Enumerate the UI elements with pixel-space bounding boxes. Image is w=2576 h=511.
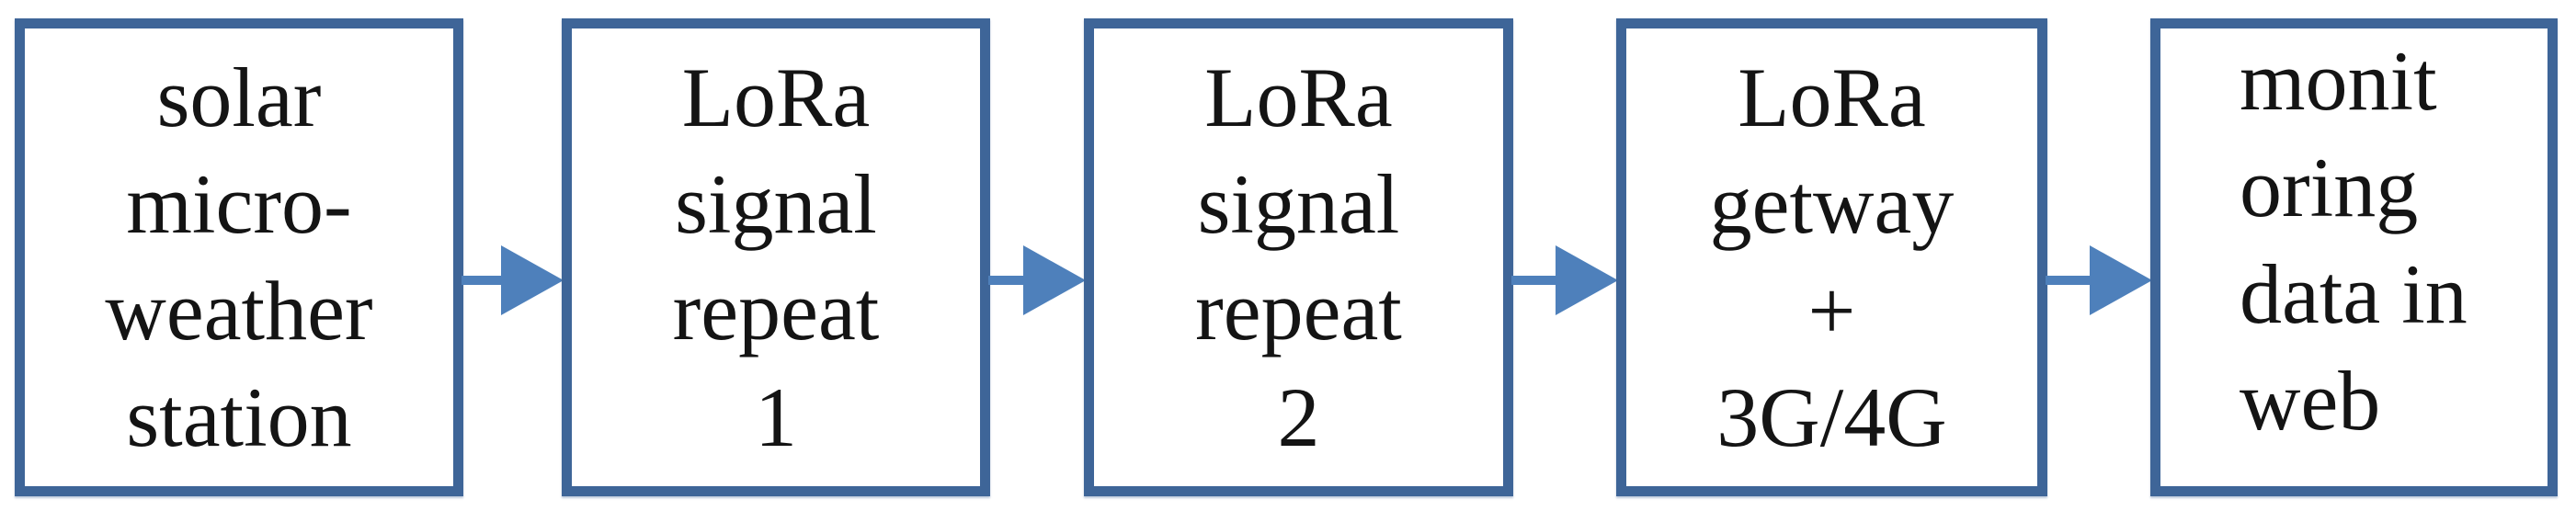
flow-node-label: monit oring data in web [2240,34,2468,448]
arrow-right-icon [1556,245,1618,315]
flow-connector-4 [2046,245,2152,315]
arrow-right-icon [501,245,564,315]
flow-connector-2 [988,245,1086,315]
flow-node-lora-gateway-3g4g: LoRa getway + 3G/4G [1616,18,2047,496]
flow-node-label: LoRa signal repeat 2 [1195,51,1402,464]
arrow-stem [2046,276,2090,285]
arrow-right-icon [1023,245,1086,315]
flow-connector-1 [462,245,564,315]
flow-node-label: solar micro- weather station [105,51,373,464]
flow-node-lora-signal-repeat-2: LoRa signal repeat 2 [1084,18,1513,496]
arrow-stem [988,276,1023,285]
arrow-stem [1511,276,1556,285]
flow-node-lora-signal-repeat-1: LoRa signal repeat 1 [562,18,990,496]
flow-node-monitoring-data-in-web: monit oring data in web [2150,18,2558,496]
flow-connector-3 [1511,245,1618,315]
flow-node-label: LoRa signal repeat 1 [672,51,880,464]
flow-node-solar-micro-weather-station: solar micro- weather station [15,18,463,496]
arrow-stem [462,276,501,285]
arrow-right-icon [2090,245,2152,315]
flow-node-label: LoRa getway + 3G/4G [1709,51,1955,464]
